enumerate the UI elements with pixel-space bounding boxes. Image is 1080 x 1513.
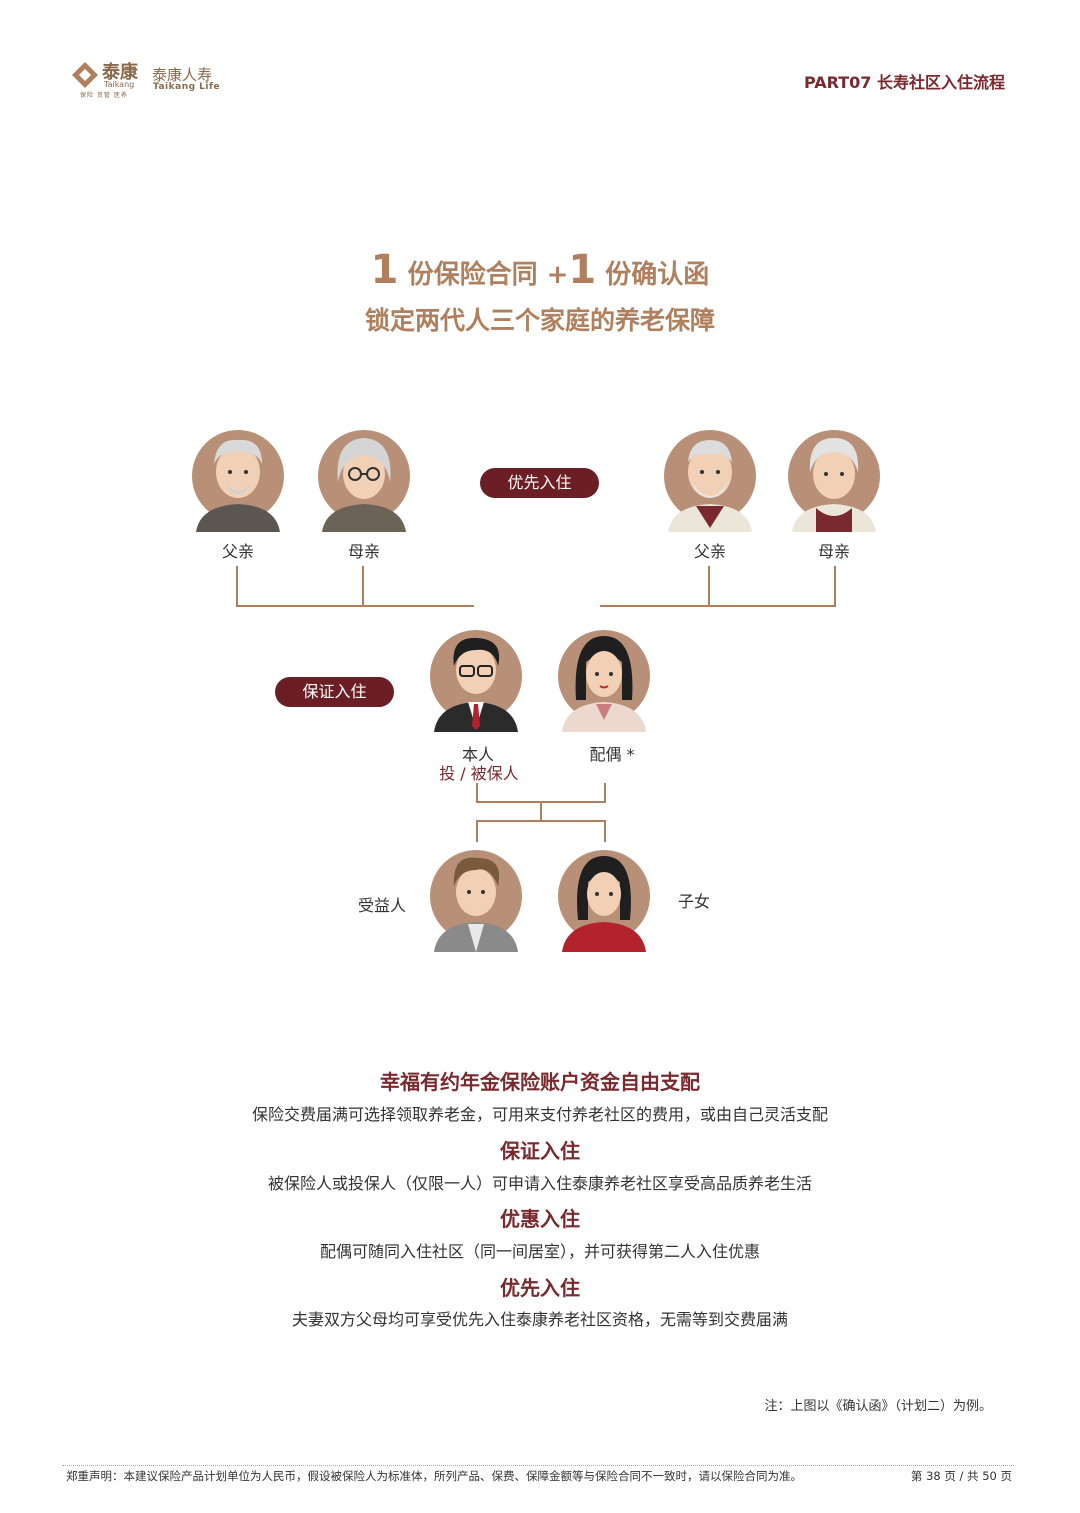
connector-line — [476, 820, 606, 822]
connector-line — [708, 566, 710, 607]
self-avatar — [428, 628, 524, 732]
section-body-guarantee: 被保险人或投保人（仅限一人）可申请入住泰康养老社区享受高品质养老生活 — [267, 1174, 812, 1193]
page-number: 第 38 页 / 共 50 页 — [910, 1469, 1012, 1483]
priority-pill: 优先入住 — [480, 468, 599, 498]
logo-text: 泰康 — [102, 62, 138, 83]
connector-line — [540, 801, 542, 822]
beneficiary-avatar — [428, 848, 524, 952]
right-mother-label: 母亲 — [817, 542, 850, 561]
guarantee-pill: 保证入住 — [275, 677, 394, 707]
children-label: 子女 — [677, 892, 710, 911]
headline: 1 份保险合同 +1 份确认函 锁定两代人三个家庭的养老保障 — [0, 250, 1080, 343]
spouse-avatar — [556, 628, 652, 732]
part-title: PART07 长寿社区入住流程 — [804, 73, 1005, 92]
section-title-discount: 优惠入住 — [500, 1207, 580, 1231]
connector-line — [600, 605, 836, 607]
headline-text-2: 份确认函 — [596, 260, 710, 290]
section-title-priority: 优先入住 — [500, 1276, 580, 1300]
connector-line — [476, 820, 478, 842]
connector-line — [834, 566, 836, 607]
left-father-avatar — [190, 428, 286, 532]
logo-sub-text: 保险 资管 医养 — [80, 92, 128, 99]
left-mother-avatar — [316, 428, 412, 532]
left-father-label: 父亲 — [221, 542, 254, 561]
connector-line — [604, 820, 606, 842]
section-body-priority: 夫妻双方父母均可享受优先入住泰康养老社区资格，无需等到交费届满 — [291, 1310, 788, 1329]
headline-text-1: 份保险合同 + — [398, 260, 569, 290]
section-title-annuity: 幸福有约年金保险账户资金自由支配 — [380, 1070, 700, 1094]
headline-number-2: 1 — [568, 247, 597, 293]
taikang-logo-icon — [72, 62, 98, 88]
footer-divider — [62, 1465, 1014, 1466]
self-role-label: 投 / 被保人 — [439, 764, 519, 783]
left-mother-label: 母亲 — [347, 542, 380, 561]
connector-line — [476, 783, 478, 803]
child-avatar — [556, 848, 652, 952]
section-body-discount: 配偶可随同入住社区（同一间居室），并可获得第二人入住优惠 — [319, 1242, 760, 1261]
taikang-life-logo-cn: 泰康人寿 — [152, 66, 213, 84]
footer-disclaimer: 郑重声明：本建议保险产品计划单位为人民币，假设被保险人为标准体，所列产品、保费、… — [66, 1469, 802, 1483]
right-mother-avatar — [786, 428, 882, 532]
connector-line — [236, 566, 238, 607]
self-label: 本人 — [461, 745, 494, 764]
taikang-life-logo-en: Taikang Life — [153, 82, 221, 92]
section-body-annuity: 保险交费届满可选择领取养老金，可用来支付养老社区的费用，或由自己灵活支配 — [251, 1105, 828, 1124]
connector-line — [604, 783, 606, 803]
logo-en-text: Taikang — [104, 80, 135, 89]
spouse-label: 配偶 * — [589, 745, 635, 764]
right-father-label: 父亲 — [693, 542, 726, 561]
headline-number-1: 1 — [370, 247, 399, 293]
headline-subtitle: 锁定两代人三个家庭的养老保障 — [364, 306, 715, 335]
connector-line — [362, 566, 364, 607]
right-father-avatar — [662, 428, 758, 532]
connector-line — [236, 605, 474, 607]
figure-note: 注：上图以《确认函》（计划二）为例。 — [764, 1399, 992, 1414]
beneficiary-label: 受益人 — [357, 896, 406, 915]
section-title-guarantee: 保证入住 — [500, 1139, 580, 1163]
